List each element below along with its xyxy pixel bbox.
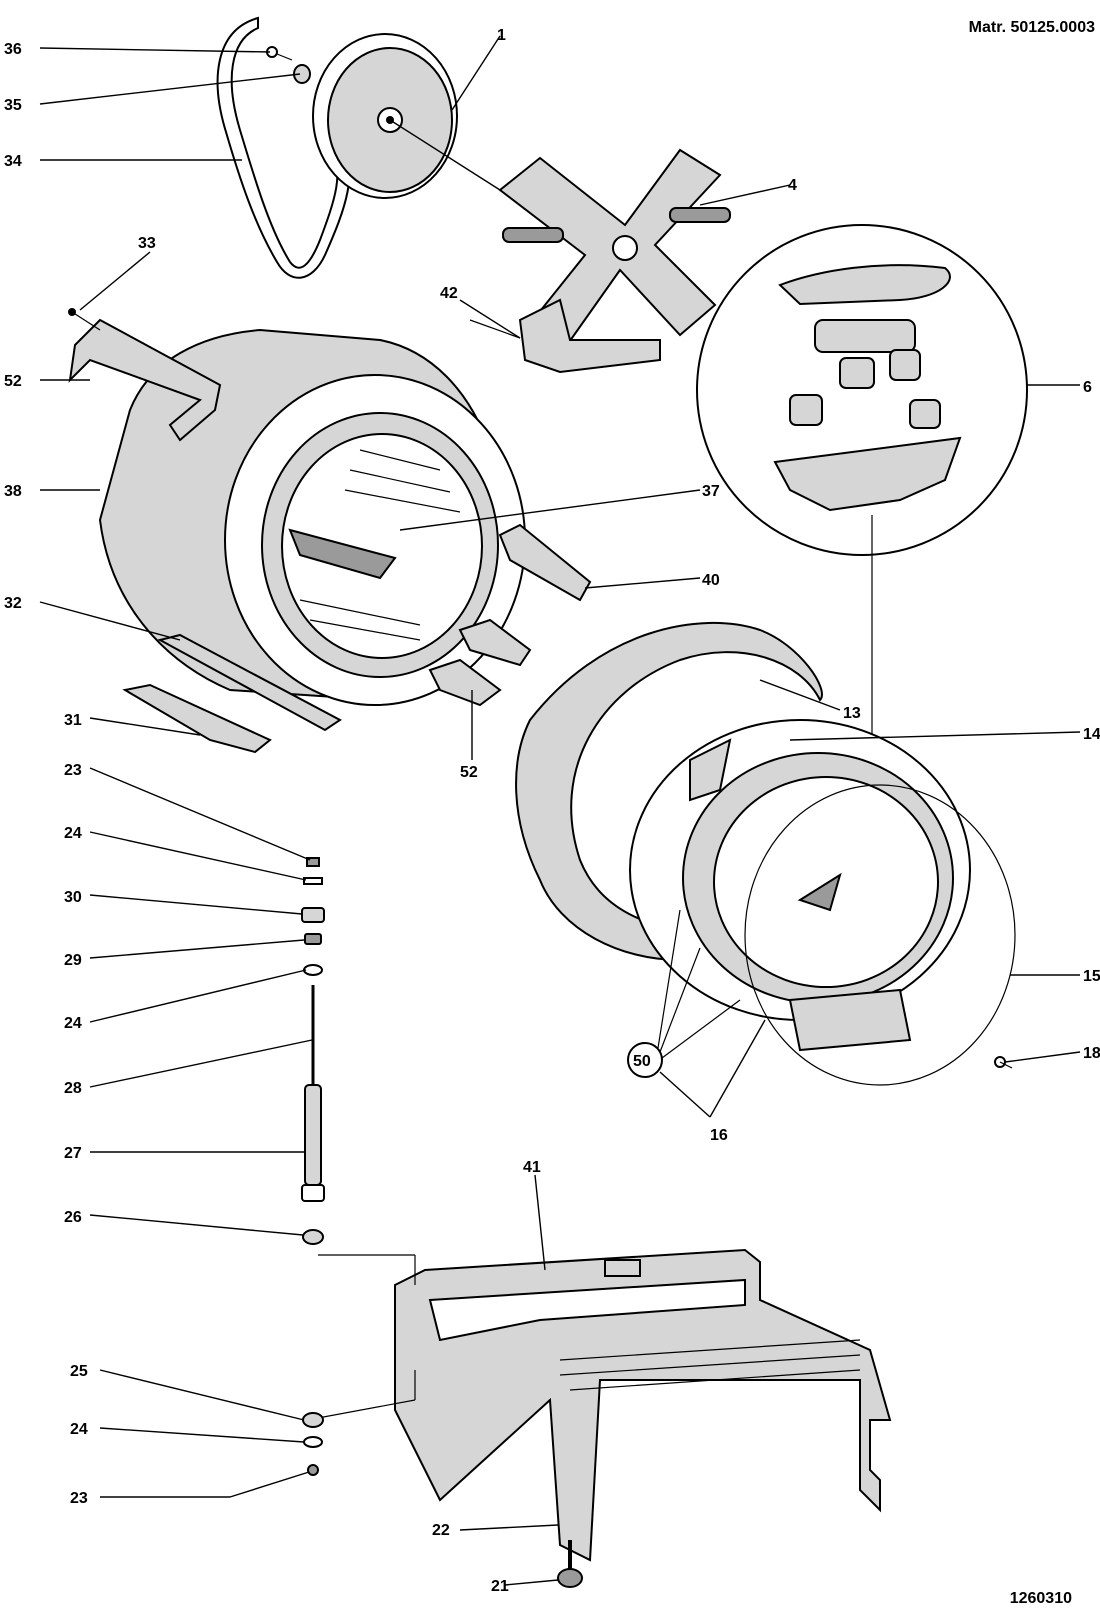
lower-mount-bracket xyxy=(122,683,272,754)
label-41: 41 xyxy=(523,1159,541,1176)
label-23-top: 23 xyxy=(64,762,82,779)
material-number: Matr. 50125.0003 xyxy=(969,19,1095,36)
side-brackets xyxy=(428,523,592,707)
shock-absorber-assembly xyxy=(301,857,325,1245)
label-26: 26 xyxy=(64,1209,82,1226)
label-25: 25 xyxy=(70,1363,88,1380)
label-33: 33 xyxy=(138,235,156,252)
label-1: 1 xyxy=(497,27,506,44)
label-24-bottom: 24 xyxy=(70,1421,88,1438)
label-38: 38 xyxy=(4,483,22,500)
front-tub xyxy=(629,719,1016,1086)
label-24-middle: 24 xyxy=(64,1015,82,1032)
label-6: 6 xyxy=(1083,379,1092,396)
label-32: 32 xyxy=(4,595,22,612)
label-35: 35 xyxy=(4,97,22,114)
label-30: 30 xyxy=(64,889,82,906)
base-fasteners xyxy=(302,1412,324,1476)
tub-screw xyxy=(994,1056,1013,1069)
adjustable-foot xyxy=(557,1540,583,1588)
label-29: 29 xyxy=(64,952,82,969)
base-frame xyxy=(317,1248,892,1562)
lower-tub-bracket xyxy=(157,633,342,732)
label-37: 37 xyxy=(702,483,720,500)
label-42: 42 xyxy=(440,285,458,302)
label-4: 4 xyxy=(788,177,797,194)
label-36: 36 xyxy=(4,41,22,58)
label-50: 50 xyxy=(633,1053,651,1070)
label-18: 18 xyxy=(1083,1045,1100,1062)
label-28: 28 xyxy=(64,1080,82,1097)
front-tub-seal xyxy=(515,621,823,962)
label-24-top: 24 xyxy=(64,825,82,842)
label-15: 15 xyxy=(1083,968,1100,985)
label-22: 22 xyxy=(432,1522,450,1539)
pulley-screw xyxy=(266,46,293,61)
label-13: 13 xyxy=(843,705,861,722)
leader-lines xyxy=(39,35,1081,1586)
label-40: 40 xyxy=(702,572,720,589)
label-34: 34 xyxy=(4,153,22,170)
label-31: 31 xyxy=(64,712,82,729)
label-21: 21 xyxy=(491,1578,509,1595)
label-14: 14 xyxy=(1083,726,1100,743)
tub-bolts xyxy=(627,909,741,1078)
top-tub-bracket xyxy=(68,308,222,442)
drum-pulley xyxy=(312,33,458,199)
drawing-number: 1260310 xyxy=(1010,1590,1072,1607)
cross-bracket xyxy=(469,298,661,374)
label-52-top: 52 xyxy=(4,373,22,390)
label-27: 27 xyxy=(64,1145,82,1162)
part-labels: 36 35 34 1 4 33 42 52 6 38 37 40 32 31 5… xyxy=(4,27,1100,1595)
label-16: 16 xyxy=(710,1127,728,1144)
label-52-bottom: 52 xyxy=(460,764,478,781)
label-23-bottom: 23 xyxy=(70,1490,88,1507)
electronic-module-callout xyxy=(696,224,1028,985)
